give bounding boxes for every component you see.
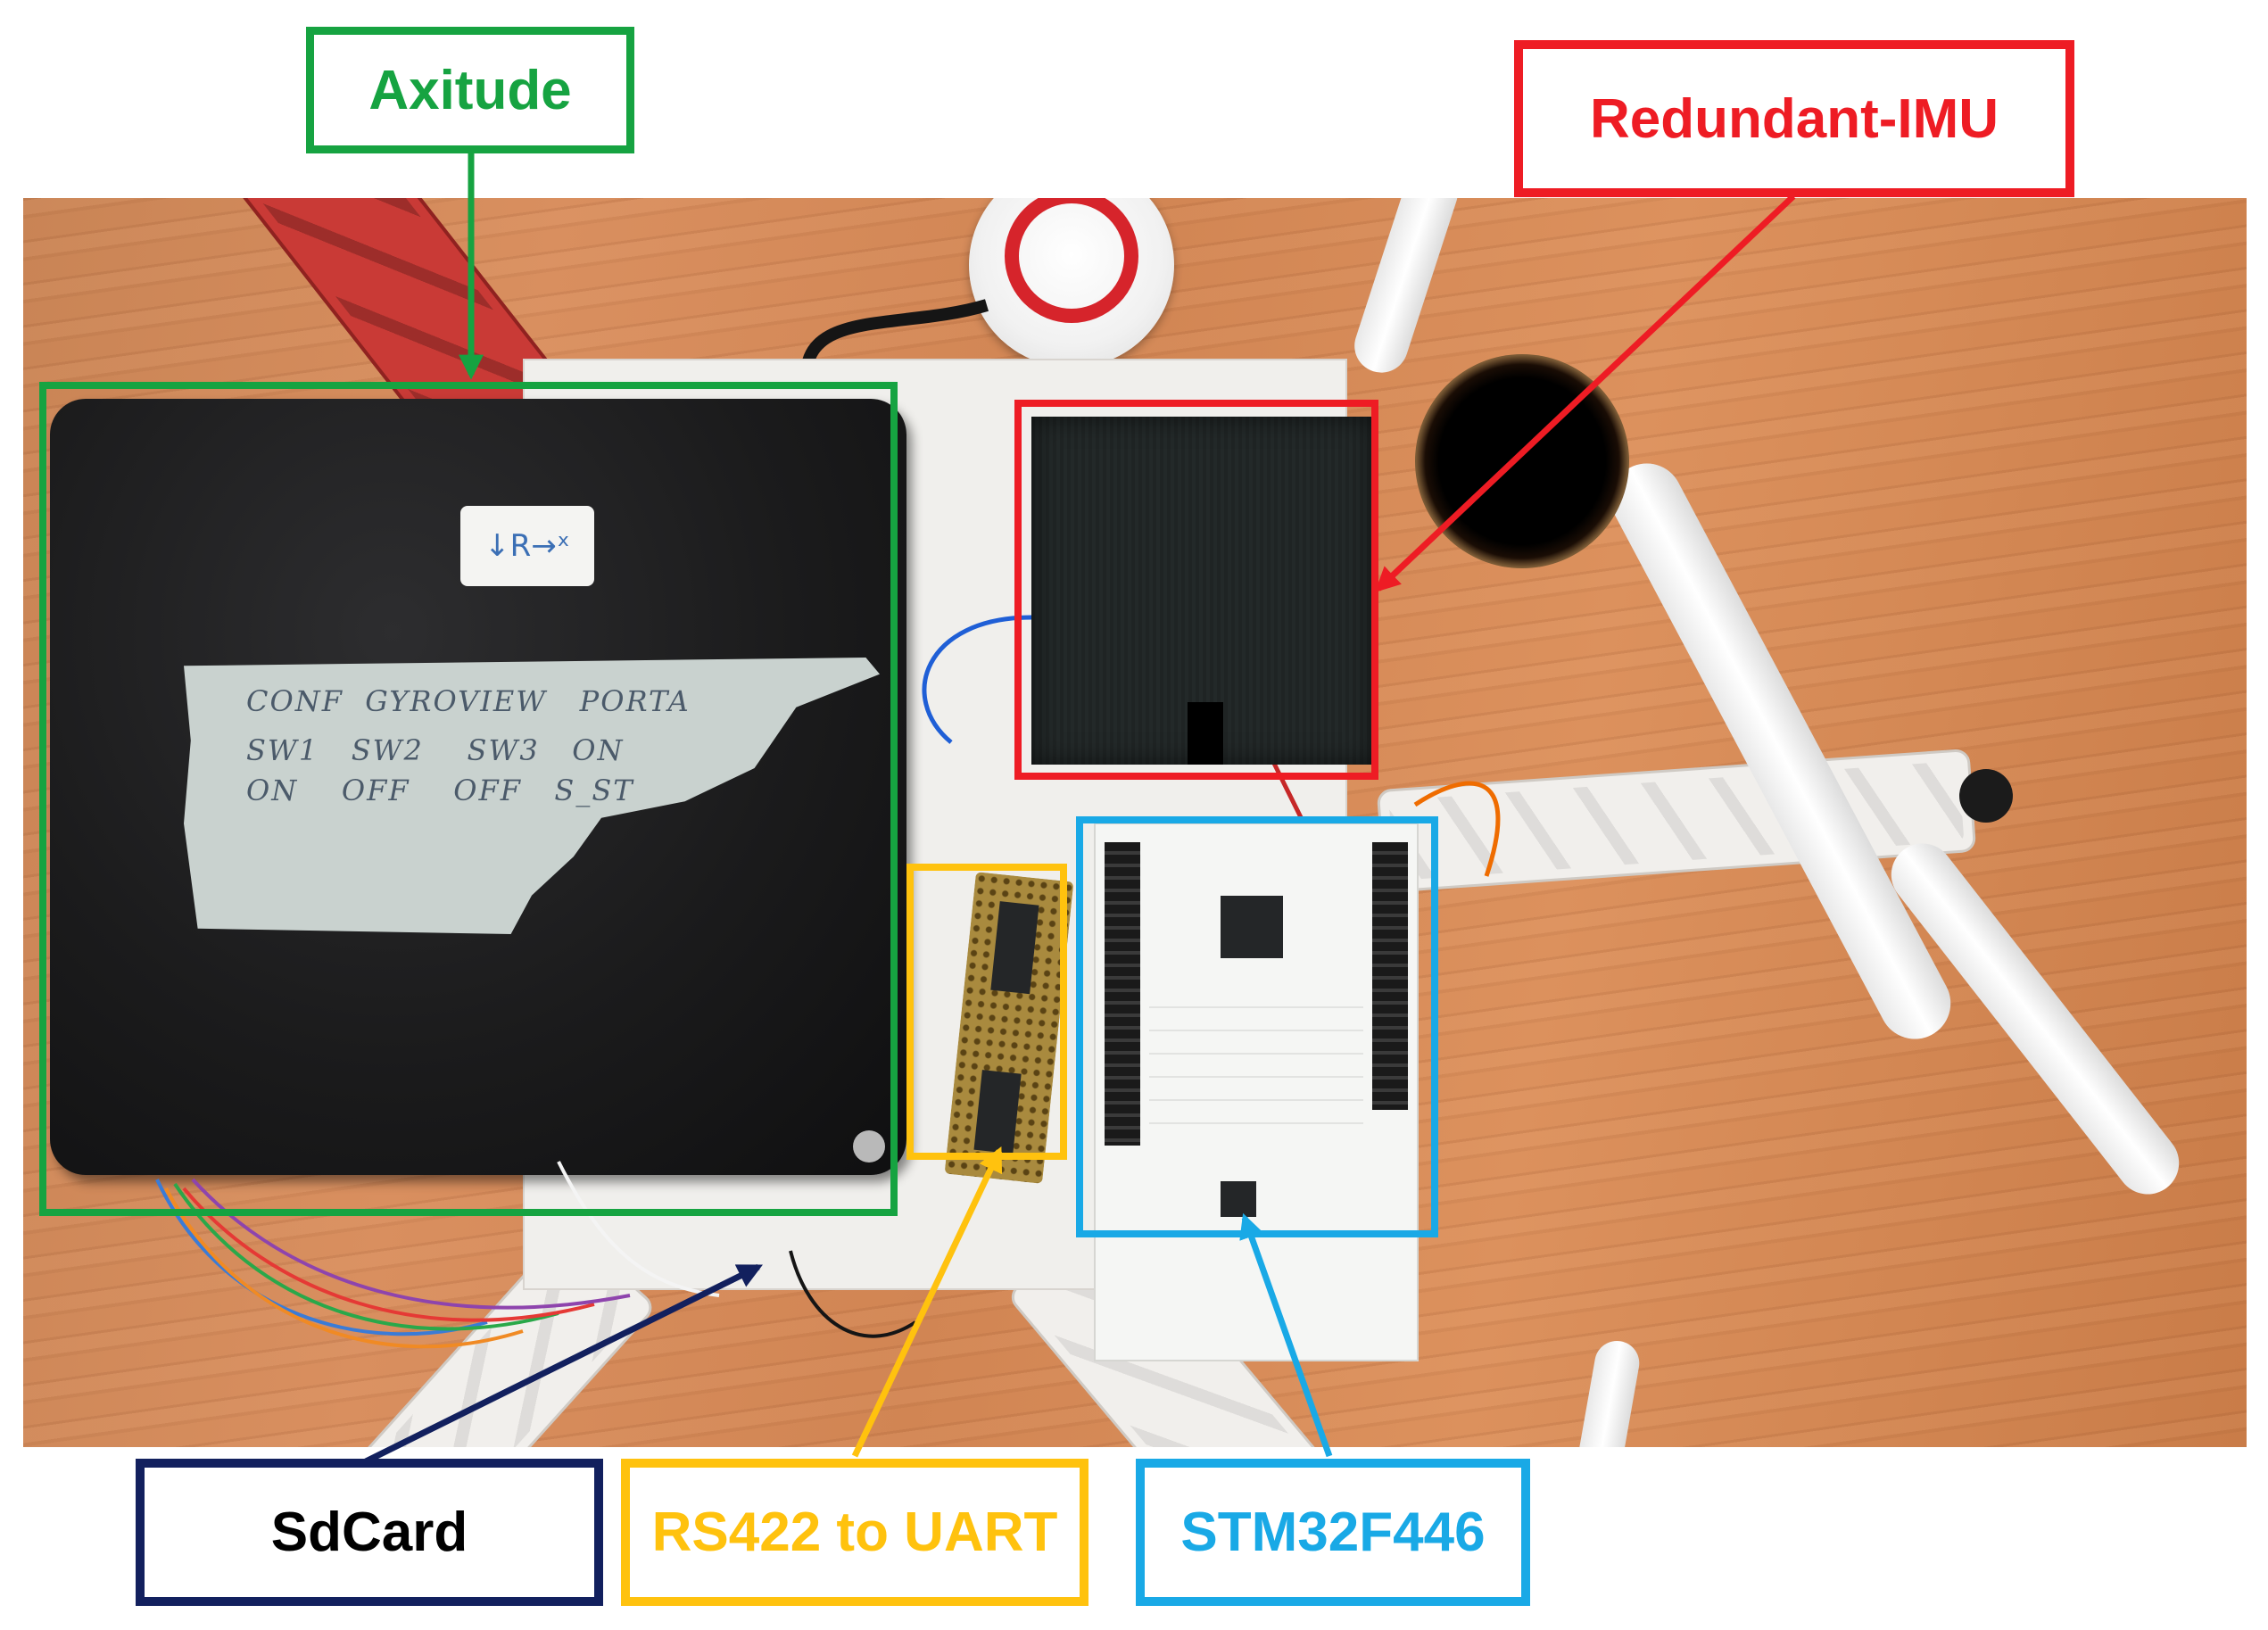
stm32-label-text: STM32F446 (1180, 1502, 1486, 1563)
redundant-imu-label: Redundant-IMU (1514, 40, 2074, 197)
arrow-redundant-imu (1374, 194, 1796, 592)
desk-hole (1415, 354, 1629, 568)
axis-sticker: ↓R→ˣ (460, 506, 594, 586)
rs422-label: RS422 to UART (621, 1459, 1088, 1606)
sdcard-label: SdCard (136, 1459, 603, 1606)
gps-compass (969, 198, 1174, 368)
rs422-label-text: RS422 to UART (651, 1502, 1058, 1563)
redundant-imu-label-text: Redundant-IMU (1589, 87, 1999, 150)
axitude-label-text: Axitude (368, 59, 572, 121)
sdcard-label-text: SdCard (270, 1502, 468, 1563)
stm32-label: STM32F446 (1136, 1459, 1530, 1606)
arrow-sdcard (364, 1263, 764, 1465)
arrow-rs422 (851, 1146, 1003, 1458)
rs422-region-box (906, 864, 1067, 1160)
tape-text-2: SW1 SW2 SW3 ON (246, 733, 625, 767)
axitude-label: Axitude (306, 27, 634, 153)
stm32-region-box (1076, 816, 1438, 1237)
axitude-region-box (39, 382, 898, 1216)
stm32-nucleo-board (1094, 823, 1419, 1361)
tape-text-3: ON OFF OFF S_ST (246, 774, 634, 807)
tape-text-1: CONF GYROVIEW PORTA (246, 684, 691, 718)
axitude-device: ↓R→ˣ CONF GYROVIEW PORTA SW1 SW2 SW3 ON … (50, 399, 906, 1175)
motor-hub (1959, 769, 2013, 823)
screw (853, 1130, 885, 1163)
redundant-imu-device (1031, 417, 1375, 765)
redundant-imu-region-box (1014, 400, 1378, 780)
arrow-stm32 (1239, 1212, 1333, 1458)
